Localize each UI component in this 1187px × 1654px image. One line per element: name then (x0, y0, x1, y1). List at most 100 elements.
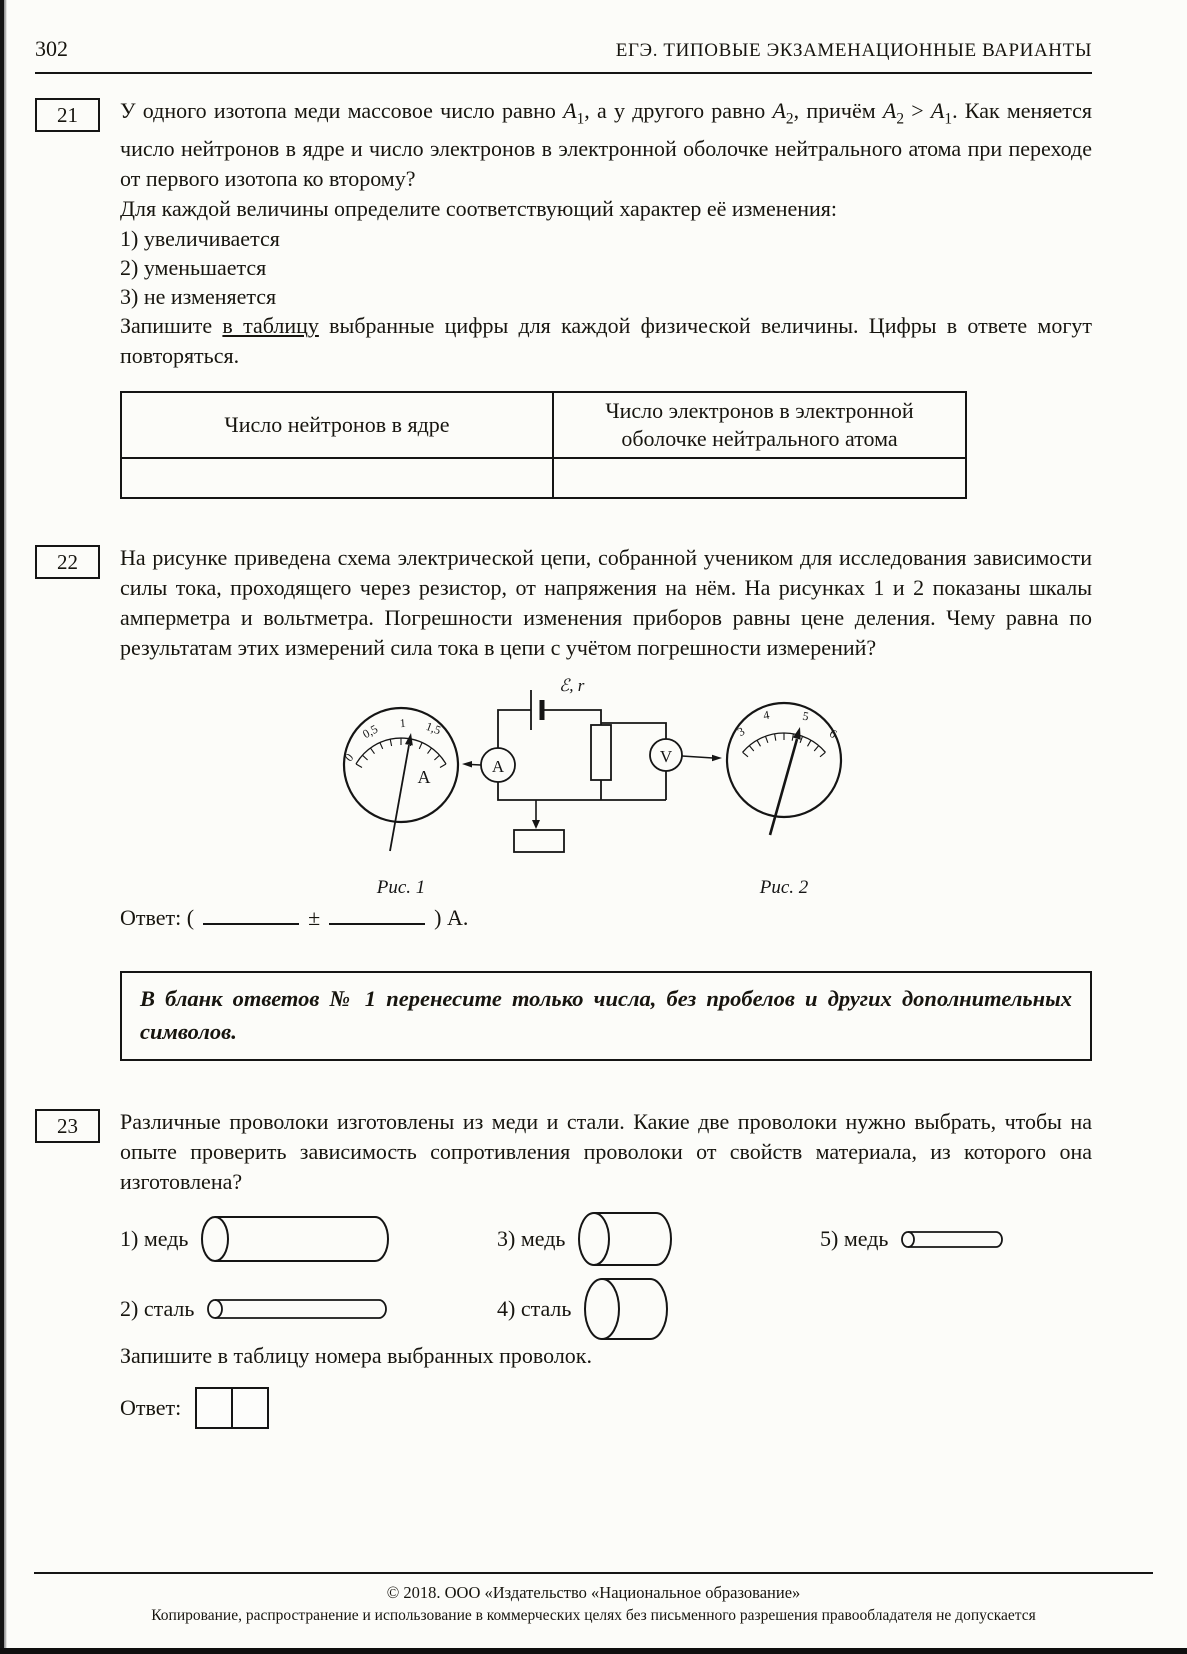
question-22-body: На рисунке приведена схема электрической… (120, 543, 1092, 1062)
wire-3-label: 3) медь (497, 1226, 566, 1252)
header-title: ЕГЭ. ТИПОВЫЕ ЭКЗАМЕНАЦИОННЫЕ ВАРИАНТЫ (615, 40, 1092, 61)
wire-option-4: 4) сталь (497, 1277, 820, 1341)
scan-edge-artifact (0, 1648, 1187, 1654)
footer-rule (34, 1572, 1153, 1574)
wire-option-5: 5) медь (820, 1224, 1092, 1254)
voltmeter-needle-arrowhead (792, 727, 801, 741)
text-run: У одного изотопа меди массовое число рав… (120, 98, 564, 123)
answer-unit: ) А. (434, 905, 469, 931)
question-21-intro: У одного изотопа меди массовое число рав… (120, 96, 1092, 194)
voltmeter-scale-4: 4 (762, 708, 770, 723)
ammeter-unit-letter: A (418, 767, 431, 787)
wire-4-cylinder-icon (584, 1278, 669, 1341)
text-run: , причём (793, 98, 883, 123)
wire-option-1: 1) медь (120, 1215, 497, 1263)
text-run: , а у другого равно (584, 98, 773, 123)
battery-symbol (530, 690, 545, 731)
rheostat-symbol (513, 829, 565, 854)
voltmeter-needle (768, 739, 799, 836)
circuit-wires (497, 709, 667, 802)
voltmeter-scale-3: 3 (735, 724, 747, 739)
math-var: A (563, 98, 577, 123)
answer-blank-value (203, 903, 300, 926)
answer-label: Ответ: ( (120, 905, 195, 931)
text-run: выбранные цифры для каждой физической ве… (120, 313, 1092, 369)
wire-5-label: 5) медь (820, 1226, 889, 1252)
question-22-text: На рисунке приведена схема электрической… (120, 545, 1092, 661)
question-23-body: Различные проволоки изготовлены из меди … (120, 1107, 1092, 1430)
question-21: 21 У одного изотопа меди массовое число … (35, 96, 1092, 500)
answer-cell-1 (195, 1387, 234, 1430)
wire-2-cylinder-icon (207, 1299, 388, 1320)
underlined-text: в таблицу (222, 313, 319, 339)
ammeter-scale-15: 1,5 (424, 719, 443, 737)
circuit-figure: 0 0,5 1 1,5 A ℰ, r (342, 676, 843, 898)
text-run: . Как меняется число нейтронов в ядре и … (120, 98, 1092, 192)
wire-1-cylinder-icon (201, 1216, 390, 1263)
book-binding-edge (0, 0, 7, 1654)
copyright-line: © 2018. ООО «Издательство «Национальное … (386, 1583, 801, 1602)
question-21-prompt: Для каждой величины определите соответст… (120, 196, 838, 222)
q21-answer-table: Число нейтронов в ядре Число электронов … (120, 391, 967, 500)
wire-1-label: 1) медь (120, 1226, 189, 1252)
page-content: 302 ЕГЭ. ТИПОВЫЕ ЭКЗАМЕНАЦИОННЫЕ ВАРИАНТ… (35, 0, 1092, 1430)
question-23-number: 23 (35, 1109, 100, 1144)
ammeter-scale-05: 0,5 (360, 722, 380, 741)
question-23-instruction: Запишите в таблицу номера выбранных пров… (120, 1343, 592, 1369)
ammeter-needle-arrowhead (405, 733, 413, 746)
wire-option-3: 3) медь (497, 1211, 820, 1267)
text-run: Запишите (120, 313, 223, 339)
option-unchanged: 3) не изменяется (120, 284, 277, 310)
answer-cell-electrons (552, 457, 967, 500)
math-sub: 2 (785, 110, 794, 128)
question-21-instruction: Запишите в таблицу выбранные цифры для к… (120, 311, 1092, 371)
arrow-to-ammeter (462, 761, 472, 768)
plus-minus-sign: ± (308, 905, 321, 931)
voltmeter-scale-5: 5 (802, 709, 810, 724)
circuit-schematic: ℰ, r A V (462, 676, 722, 854)
ammeter-symbol-letter: A (492, 757, 505, 776)
resistor-symbol (590, 724, 612, 782)
table-answer-row (120, 457, 967, 500)
question-21-body: У одного изотопа меди массовое число рав… (120, 96, 1092, 500)
rheostat-slider-arrow (532, 820, 540, 830)
voltmeter-gauge: 3 4 5 6 (725, 702, 843, 836)
battery-label: ℰ, r (559, 676, 585, 695)
question-23: 23 Различные проволоки изготовлены из ме… (35, 1107, 1092, 1430)
text-run: > (904, 98, 931, 123)
q22-answer-line: Ответ: ( ± ) А. (120, 903, 1092, 933)
column-header-electrons: Число электронов в электронной оболочке … (552, 391, 967, 460)
running-head: 302 ЕГЭ. ТИПОВЫЕ ЭКЗАМЕНАЦИОННЫЕ ВАРИАНТ… (35, 0, 1092, 62)
ammeter-scale-1: 1 (399, 716, 406, 730)
answer-cell-2 (231, 1387, 270, 1430)
q23-answer-line: Ответ: (120, 1387, 1092, 1430)
math-var: A (930, 98, 945, 123)
wire-row-2: 2) сталь 4) сталь (120, 1277, 1092, 1341)
wire-option-2: 2) сталь (120, 1294, 497, 1324)
q23-answer-cells (195, 1387, 270, 1430)
voltmeter-symbol-letter: V (660, 747, 673, 766)
wire-2-label: 2) сталь (120, 1296, 195, 1322)
question-23-text: Различные проволоки изготовлены из меди … (120, 1109, 1092, 1195)
page-number: 302 (35, 36, 68, 61)
wire-3-cylinder-icon (578, 1212, 673, 1267)
copy-restriction-notice: Копирование, распространение и использов… (151, 1607, 1036, 1624)
page-footer: © 2018. ООО «Издательство «Национальное … (22, 1572, 1165, 1625)
answer-sheet-note: В бланк ответов № 1 перенесите только чи… (120, 971, 1092, 1062)
math-sub: 1 (944, 110, 953, 128)
wire-5-cylinder-icon (901, 1230, 1004, 1248)
question-21-number: 21 (35, 98, 100, 132)
wire-options: 1) медь 3) медь (120, 1211, 1092, 1341)
voltmeter-symbol (649, 738, 683, 773)
math-sub: 1 (576, 110, 585, 128)
answer-label: Ответ: (120, 1395, 182, 1421)
column-header-neutrons: Число нейтронов в ядре (120, 391, 554, 460)
figure-caption-2: Рис. 2 (759, 877, 809, 898)
table-header-row: Число нейтронов в ядре Число электронов … (120, 391, 967, 460)
wire-row-1: 1) медь 3) медь (120, 1211, 1092, 1267)
ammeter-needle (389, 745, 410, 852)
math-sub: 2 (896, 110, 905, 128)
figure-caption-1: Рис. 1 (376, 877, 426, 898)
math-var: A (882, 98, 897, 123)
